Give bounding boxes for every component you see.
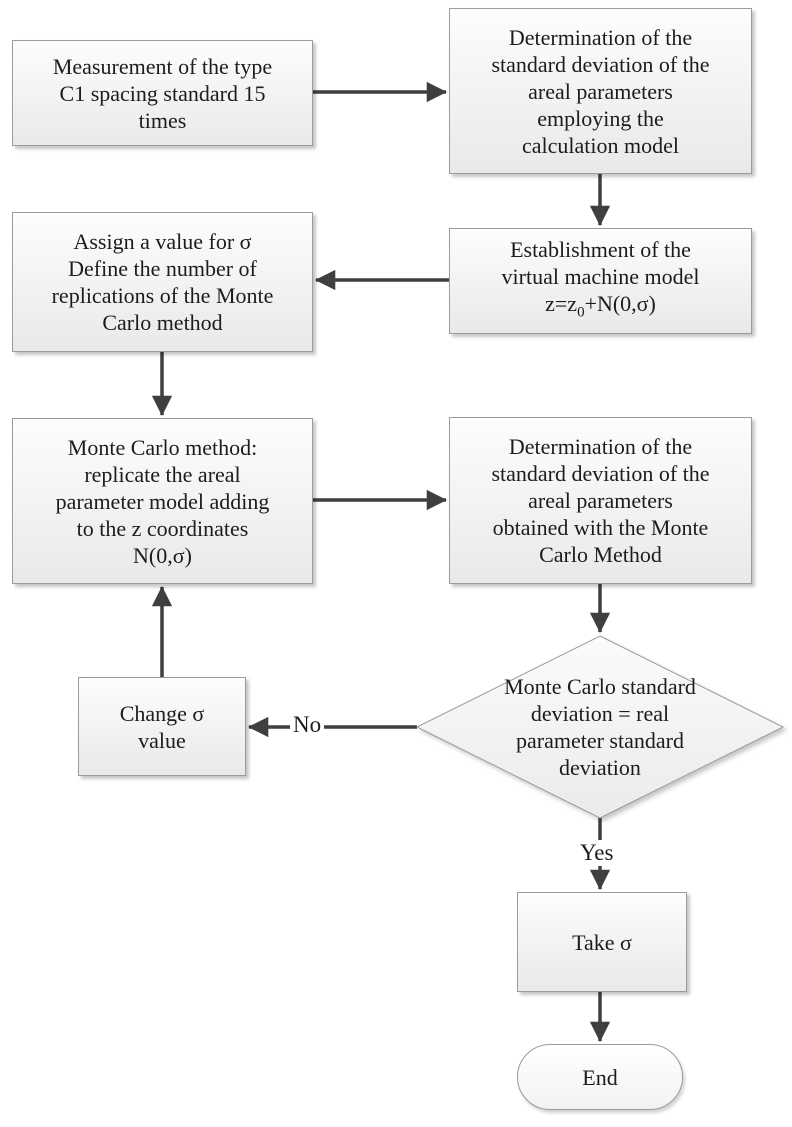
formula-pre: z=z <box>545 290 578 316</box>
formula-post: +N(0,σ) <box>584 290 656 316</box>
node-determination-calculation-model: Determination of the standard deviation … <box>449 8 752 174</box>
node-assign-sigma: Assign a value for σ Define the number o… <box>12 212 313 352</box>
establishment-text: Establishment of the virtual machine mod… <box>501 236 700 289</box>
node-establishment-virtual-machine: Establishment of the virtual machine mod… <box>449 228 752 334</box>
node-monte-carlo-method: Monte Carlo method: replicate the areal … <box>12 418 313 584</box>
edge-label-yes: Yes <box>577 840 617 866</box>
node-determination-monte-carlo: Determination of the standard deviation … <box>449 417 752 584</box>
node-take-sigma: Take σ <box>517 892 687 992</box>
node-measurement: Measurement of the type C1 spacing stand… <box>12 40 313 146</box>
node-end: End <box>517 1044 683 1110</box>
node-change-sigma: Change σ value <box>78 677 246 776</box>
decision-diamond-shape <box>415 635 785 819</box>
edge-label-no: No <box>290 712 325 738</box>
node-decision-label: Monte Carlo standard deviation = real pa… <box>504 674 696 780</box>
establishment-formula: z=z0+N(0,σ) <box>545 290 656 326</box>
formula-subscript: 0 <box>577 304 585 321</box>
